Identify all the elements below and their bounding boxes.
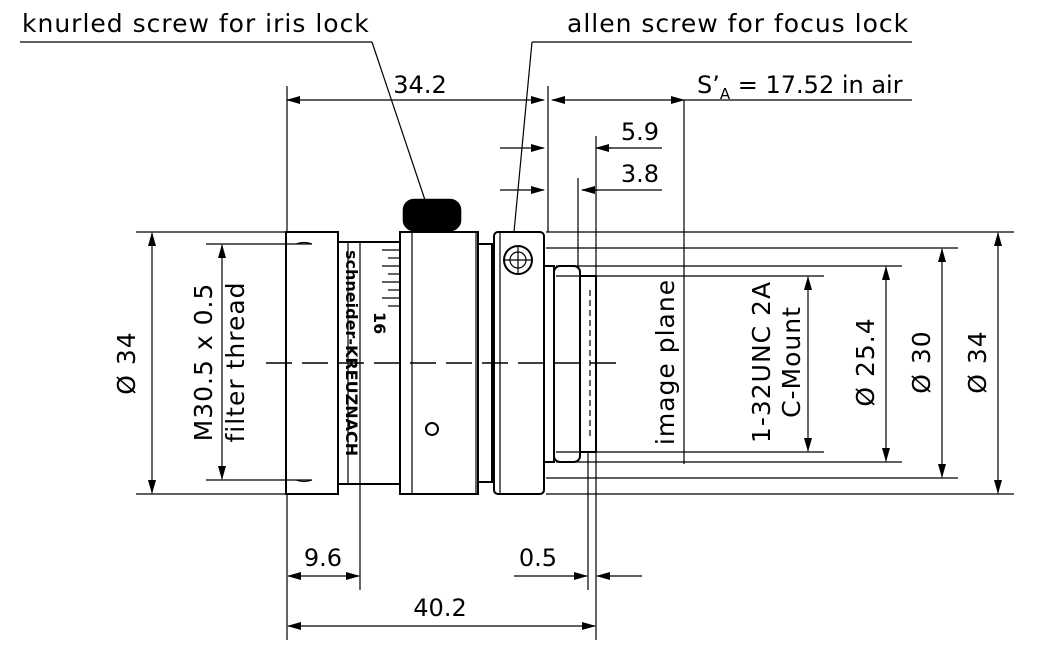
lens-body: 16 schneider-KREUZNACH — [266, 198, 616, 495]
back-focal-subscript: A — [720, 85, 731, 103]
dimension-5-9: 5.9 — [500, 118, 662, 152]
dimension-dia-34-right: Ø 34 — [546, 231, 1014, 495]
aperture-scale — [382, 249, 400, 307]
mount-type: C-Mount — [777, 306, 806, 418]
dimension-back-focal: S’A = 17.52 in air — [547, 71, 912, 232]
callout-focus-lock-leader — [513, 41, 533, 233]
dimension-dia-30-label: Ø 30 — [907, 330, 936, 393]
dimension-dia-34-left: Ø 34 — [112, 231, 286, 495]
dimension-5-9-label: 5.9 — [621, 118, 659, 146]
brand-engraving: schneider-KREUZNACH — [342, 250, 361, 456]
dimension-34-2-label: 34.2 — [393, 71, 446, 99]
iris-lock-screw[interactable] — [402, 198, 462, 232]
dimension-40-2-label: 40.2 — [413, 594, 466, 622]
dimension-dia-34-left-label: Ø 34 — [112, 331, 141, 394]
back-focal-symbol: S’ — [697, 71, 720, 99]
dimension-40-2: 40.2 — [287, 594, 596, 630]
focus-lock-screw[interactable] — [503, 245, 533, 275]
mount-thread-spec: 1-32UNC 2A — [747, 281, 776, 443]
back-focal-label: S’A = 17.52 in air — [697, 71, 903, 103]
image-plane: image plane — [651, 100, 685, 464]
dimension-dia-30: Ø 30 — [546, 247, 958, 479]
dimension-dia-34-right-label: Ø 34 — [963, 330, 992, 393]
callout-iris-lock-text: knurled screw for iris lock — [22, 9, 370, 38]
c-mount-thread — [553, 265, 581, 463]
mount-thread-callout: 1-32UNC 2A C-Mount — [556, 275, 824, 453]
dimension-34-2: 34.2 — [286, 71, 545, 232]
callout-iris-lock-leader — [371, 41, 426, 201]
back-focal-value: = 17.52 in air — [730, 71, 903, 99]
image-plane-label: image plane — [651, 279, 680, 445]
filter-thread-callout: M30.5 x 0.5 filter thread — [189, 243, 312, 481]
dimension-dia-25-4: Ø 25.4 — [556, 265, 902, 463]
dimension-9-6: 9.6 — [286, 484, 361, 640]
filter-thread-hatch — [295, 241, 313, 483]
dimension-0-5-label: 0.5 — [519, 544, 557, 572]
callout-iris-lock: knurled screw for iris lock — [20, 9, 426, 201]
aperture-scale-value: 16 — [370, 312, 389, 334]
dimension-dia-25-4-label: Ø 25.4 — [851, 317, 880, 406]
dimension-9-6-label: 9.6 — [304, 544, 342, 572]
dimension-3-8: 3.8 — [500, 160, 662, 266]
filter-thread-text: filter thread — [221, 281, 250, 442]
mount-flange-step — [543, 265, 555, 463]
dimension-0-5: 0.5 — [514, 452, 642, 590]
c-mount-end — [579, 275, 597, 453]
callout-focus-lock: allen screw for focus lock — [513, 9, 912, 233]
filter-thread-size: M30.5 x 0.5 — [189, 283, 218, 442]
callout-focus-lock-text: allen screw for focus lock — [567, 9, 909, 38]
dimension-3-8-label: 3.8 — [621, 160, 659, 188]
index-dot — [425, 422, 439, 436]
